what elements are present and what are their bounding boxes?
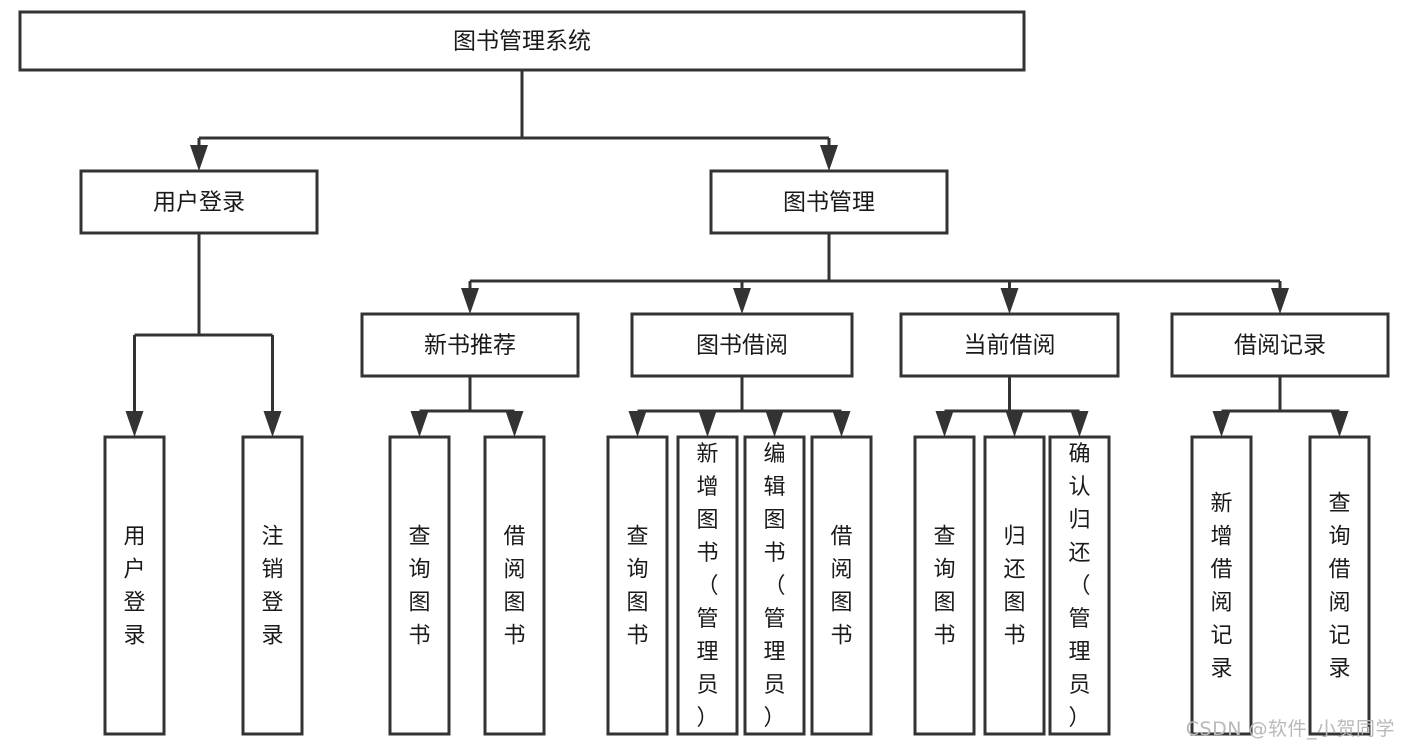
node-leaf-add-borrow-record[interactable]: 新增借阅记录 — [1190, 435, 1253, 736]
node-box — [630, 312, 854, 378]
arrow-head-icon — [263, 411, 282, 437]
node-leaf-return-book[interactable]: 归还图书 — [983, 435, 1046, 736]
node-leaf-query-borrow-record[interactable]: 查询借阅记录 — [1308, 435, 1371, 736]
arrow-head-icon — [1271, 288, 1289, 314]
node-box — [743, 435, 806, 736]
arrow-head-icon — [628, 411, 647, 437]
node-box — [810, 435, 873, 736]
node-label: 用户登录 — [153, 190, 245, 216]
node-layer: 图书管理系统用户登录图书管理新书推荐图书借阅当前借阅借阅记录用户登录注销登录查询… — [18, 10, 1390, 736]
node-box — [18, 10, 1026, 72]
arrow-head-icon — [832, 411, 851, 437]
node-label: 图书管理 — [783, 190, 875, 216]
arrow-head-icon — [1005, 411, 1024, 437]
arrow-head-icon — [461, 288, 479, 314]
node-label: 查询图书 — [626, 524, 648, 648]
node-box — [1170, 312, 1390, 378]
node-label: 注销登录 — [261, 524, 283, 648]
node-leaf-add-book-admin[interactable]: 新增图书（管理员） — [676, 435, 739, 736]
arrow-head-icon — [1070, 411, 1089, 437]
node-borrow-record[interactable]: 借阅记录 — [1170, 312, 1390, 378]
node-box — [899, 312, 1120, 378]
arrow-head-icon — [505, 411, 524, 437]
arrow-head-icon — [765, 411, 784, 437]
node-label: 新增借阅记录 — [1210, 491, 1232, 681]
node-label: 归还图书 — [1003, 524, 1025, 648]
node-user-login[interactable]: 用户登录 — [79, 169, 319, 235]
node-leaf-user-login[interactable]: 用户登录 — [103, 435, 166, 736]
node-box — [79, 169, 319, 235]
connector-layer — [125, 70, 1349, 437]
node-current-borrow[interactable]: 当前借阅 — [899, 312, 1120, 378]
arrow-head-icon — [733, 288, 751, 314]
node-leaf-query-book-borrow[interactable]: 查询图书 — [606, 435, 669, 736]
node-book-borrow[interactable]: 图书借阅 — [630, 312, 854, 378]
node-label: 借阅记录 — [1234, 333, 1326, 359]
node-box — [360, 312, 580, 378]
node-leaf-borrow-book-rec[interactable]: 借阅图书 — [483, 435, 546, 736]
node-label: 编辑图书（管理员） — [763, 442, 785, 731]
arrow-head-icon — [410, 411, 429, 437]
node-root[interactable]: 图书管理系统 — [18, 10, 1026, 72]
node-box — [606, 435, 669, 736]
node-box — [709, 169, 949, 235]
node-label: 借阅图书 — [830, 524, 852, 648]
arrow-head-icon — [1000, 288, 1019, 314]
node-leaf-query-book-cur[interactable]: 查询图书 — [913, 435, 976, 736]
node-box — [388, 435, 451, 736]
arrow-head-icon — [820, 145, 838, 171]
node-box — [483, 435, 546, 736]
arrow-head-icon — [190, 145, 208, 171]
arrow-head-icon — [1212, 411, 1231, 437]
node-leaf-query-book-rec[interactable]: 查询图书 — [388, 435, 451, 736]
node-box — [676, 435, 739, 736]
arrow-head-icon — [698, 411, 717, 437]
arrow-head-icon — [935, 411, 954, 437]
node-leaf-borrow-book[interactable]: 借阅图书 — [810, 435, 873, 736]
node-leaf-logout-login[interactable]: 注销登录 — [241, 435, 304, 736]
node-leaf-edit-book-admin[interactable]: 编辑图书（管理员） — [743, 435, 806, 736]
watermark-text: CSDN @软件_小贺同学 — [1185, 718, 1395, 740]
node-book-manage[interactable]: 图书管理 — [709, 169, 949, 235]
node-box — [103, 435, 166, 736]
node-label: 新书推荐 — [424, 333, 516, 359]
node-label: 用户登录 — [123, 524, 145, 648]
node-new-book-recommend[interactable]: 新书推荐 — [360, 312, 580, 378]
node-label: 借阅图书 — [503, 524, 525, 648]
node-label: 查询图书 — [408, 524, 430, 648]
node-label: 确认归还（管理员） — [1068, 442, 1090, 731]
arrow-head-icon — [125, 411, 144, 437]
node-label: 新增图书（管理员） — [696, 442, 718, 731]
node-box — [913, 435, 976, 736]
node-label: 当前借阅 — [964, 333, 1056, 359]
node-label: 图书管理系统 — [453, 29, 591, 55]
arrow-head-icon — [1330, 411, 1349, 437]
node-box — [241, 435, 304, 736]
node-leaf-confirm-return-admin[interactable]: 确认归还（管理员） — [1048, 435, 1111, 736]
node-label: 查询借阅记录 — [1328, 491, 1350, 681]
node-box — [1190, 435, 1253, 736]
node-label: 查询图书 — [933, 524, 955, 648]
node-box — [1308, 435, 1371, 736]
node-label: 图书借阅 — [696, 333, 788, 359]
node-box — [1048, 435, 1111, 736]
node-box — [983, 435, 1046, 736]
